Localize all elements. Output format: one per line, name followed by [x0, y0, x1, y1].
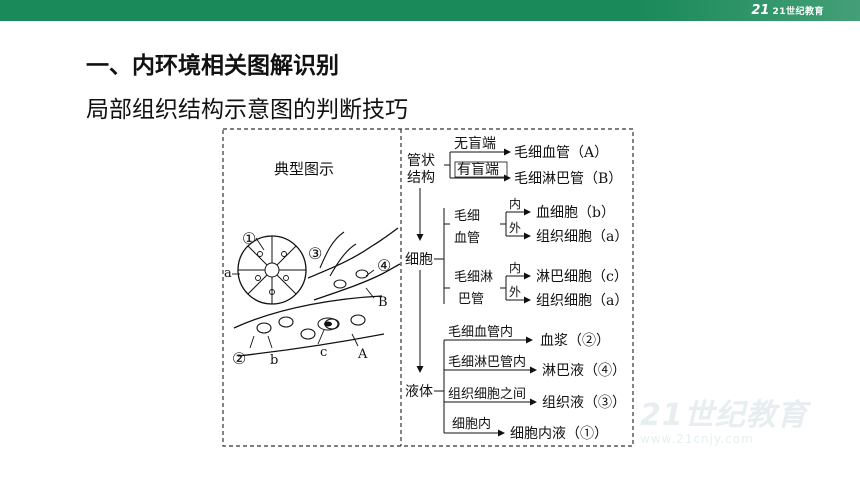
cell-group2-out-result: 组织细胞（a） [536, 293, 628, 309]
cell-group1-line2: 血管 [454, 231, 480, 246]
logo-text: 21世纪教育 [772, 7, 824, 17]
label-3: ③ [308, 244, 322, 263]
lymph-wall-top [307, 227, 399, 279]
label-A: A [357, 347, 368, 362]
cell-group1-in-result: 血细胞（b） [536, 205, 615, 221]
blood-cell [300, 328, 316, 340]
section-subtitle: 局部组织结构示意图的判断技巧 [86, 97, 408, 123]
figure-frame [222, 128, 634, 447]
cell-group2-line1: 毛细淋 [454, 270, 493, 285]
tube-label-line2: 结构 [407, 170, 435, 186]
tube-branch1-condition: 无盲端 [454, 135, 496, 152]
fluid-row1-result: 血浆（②） [540, 333, 610, 349]
watermark-small: www.21cnjy.com [640, 432, 754, 446]
tube-branch2-condition: 有盲端 [457, 161, 499, 178]
lymph-branch [329, 243, 357, 277]
tube-branch2-box [454, 161, 508, 178]
label-c: c [320, 345, 327, 360]
pointer-1 [255, 237, 265, 251]
blood-cell [278, 316, 294, 328]
top-bar: 21 21世纪教育 [0, 0, 860, 21]
lymph-wall-bottom [313, 263, 401, 301]
pointer-B [365, 287, 375, 299]
cell-group2-line2: 巴管 [458, 292, 484, 307]
figure-svg: 典型图示 [222, 128, 634, 447]
left-caption: 典型图示 [274, 160, 334, 178]
cell-group2-in-result: 淋巴细胞（c） [536, 269, 628, 285]
cell-nucleus [255, 275, 261, 281]
cell-nucleus [257, 251, 263, 257]
lymph-cell [355, 269, 369, 279]
tube-branch1-result: 毛细血管（A） [514, 145, 608, 161]
logo-mark: 21 [751, 3, 770, 18]
fluid-row4-condition: 细胞内 [452, 416, 491, 432]
capillary-wall-top [233, 295, 383, 329]
watermark-big: 21世纪教育 [640, 398, 808, 433]
pointer-A [351, 333, 359, 347]
pointer-4 [365, 269, 375, 277]
lymph-cell-nucleus [324, 321, 332, 327]
tube-branch2-result: 毛细淋巴管（B） [514, 171, 622, 187]
fluid-row4-result: 细胞内液（①） [510, 426, 608, 442]
cell-nucleus [281, 251, 287, 257]
section-title: 一、内环境相关图解识别 [86, 53, 339, 79]
cell-group2-in: 内 [509, 261, 521, 275]
cell-label: 细胞 [405, 252, 433, 268]
fluid-row2-result: 淋巴液（④） [542, 363, 626, 379]
cell-group1-in: 内 [509, 197, 521, 211]
label-a: a [224, 266, 232, 281]
pointer-2 [249, 335, 255, 349]
fluid-row1-condition: 毛细血管内 [448, 324, 513, 340]
cell-nucleus [269, 289, 275, 295]
lymph-cell [333, 279, 347, 289]
blood-cell [256, 322, 272, 334]
fluid-row3-condition: 组织细胞之间 [448, 387, 526, 402]
cell-center [264, 262, 280, 278]
watermark: 21世纪教育 www.21cnjy.com [640, 390, 850, 450]
cell-group2-out: 外 [509, 285, 521, 299]
label-4: ④ [377, 256, 391, 275]
cell-nucleus [283, 275, 289, 281]
lymph-branch [319, 231, 345, 269]
fluid-label: 液体 [405, 384, 433, 400]
fluid-row3-result: 组织液（③） [542, 395, 626, 411]
blood-cell [350, 314, 366, 326]
label-2: ② [232, 349, 246, 368]
fluid-row2-condition: 毛细淋巴管内 [448, 354, 526, 370]
label-B: B [378, 295, 388, 310]
capillary-wall-bottom [237, 333, 385, 357]
tissue-diagram [232, 227, 401, 357]
lymph-cell-c [317, 317, 339, 331]
pointer-b [267, 335, 273, 349]
label-1: ① [242, 229, 256, 248]
label-b: b [270, 353, 278, 368]
top-bar-shine [640, 0, 860, 21]
brand-logo: 21 21世纪教育 [751, 2, 824, 19]
cell-group1-out-result: 组织细胞（a） [536, 229, 628, 245]
cell-group1-line1: 毛细 [454, 209, 480, 224]
pointer-c [317, 329, 325, 345]
tube-label-line1: 管状 [407, 153, 435, 169]
figure: 典型图示 [222, 128, 634, 447]
cell-group1-out: 外 [509, 221, 521, 235]
